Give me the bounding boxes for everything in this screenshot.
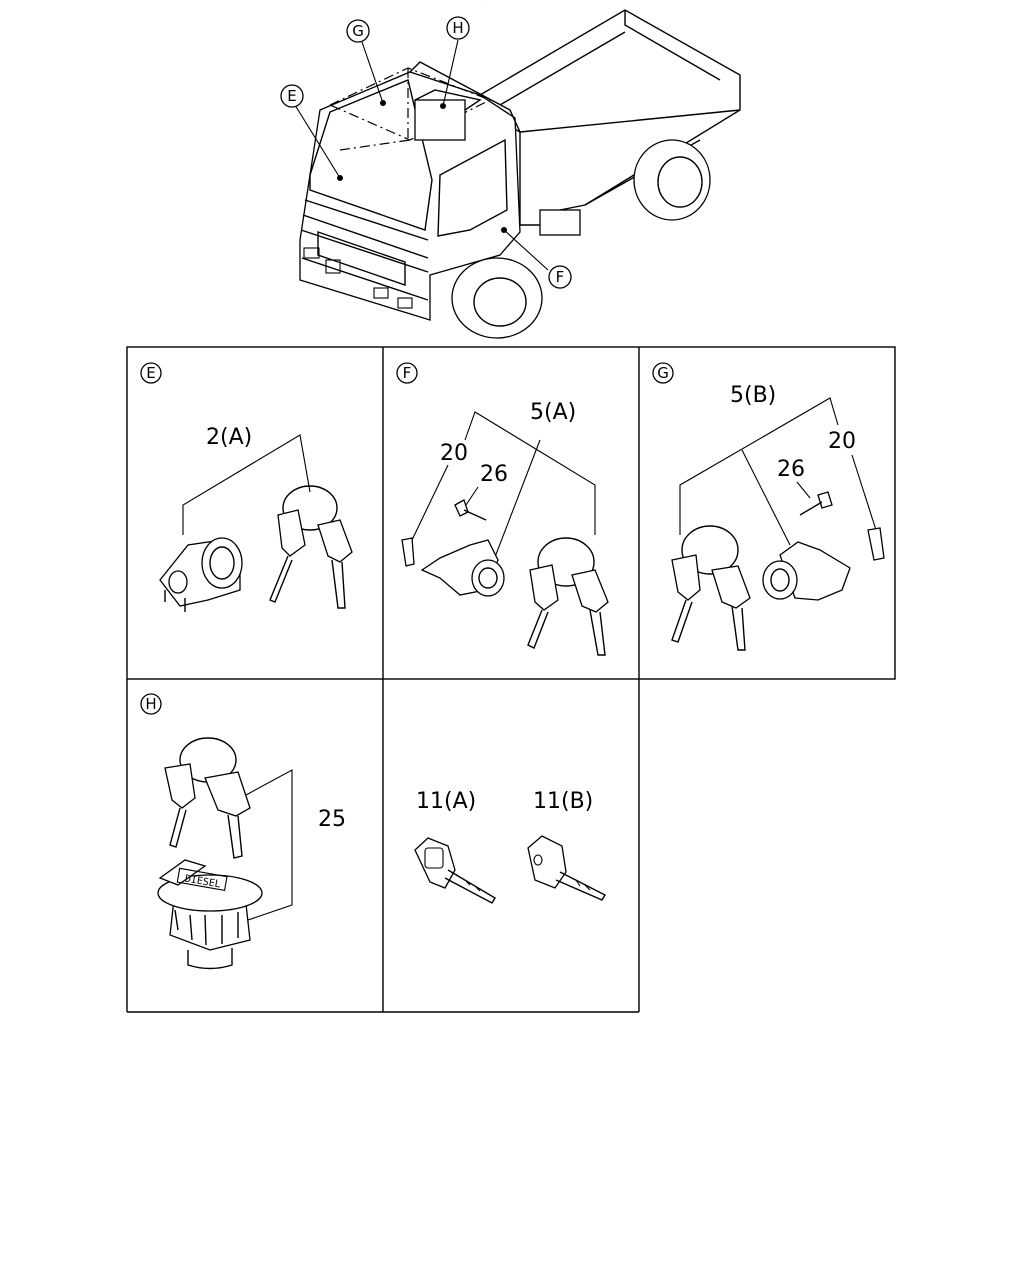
- callout-E: E: [280, 84, 304, 108]
- label-11B: 11(B): [533, 789, 593, 814]
- svg-text:F: F: [403, 364, 412, 382]
- label-2A: 2(A): [206, 425, 252, 450]
- panel-H: H 25 DIESEL: [140, 693, 346, 970]
- callout-H: H: [446, 16, 470, 40]
- label-26-G: 26: [777, 457, 805, 482]
- svg-text:H: H: [145, 695, 156, 713]
- callout-F: F: [548, 265, 572, 289]
- svg-text:E: E: [287, 87, 296, 105]
- label-25: 25: [318, 807, 346, 832]
- label-11A: 11(A): [416, 789, 476, 814]
- label-5B: 5(B): [730, 383, 776, 408]
- callout-G: G: [346, 19, 370, 43]
- svg-text:G: G: [352, 22, 364, 40]
- panel-G: G 5(B) 26 20: [652, 362, 885, 651]
- panel-keys: 11(A) 11(B): [414, 789, 606, 904]
- panel-F: F 5(A) 20 26: [396, 362, 609, 656]
- panel-grid: [126, 346, 896, 1013]
- svg-text:G: G: [657, 364, 669, 382]
- label-5A: 5(A): [530, 400, 576, 425]
- svg-text:F: F: [556, 268, 565, 286]
- label-20-F: 20: [440, 441, 468, 466]
- panel-E: E 2(A): [140, 362, 353, 612]
- label-20-G: 20: [828, 429, 856, 454]
- truck-overview: [294, 0, 741, 339]
- svg-text:E: E: [146, 364, 155, 382]
- label-26-F: 26: [480, 462, 508, 487]
- svg-text:H: H: [452, 19, 463, 37]
